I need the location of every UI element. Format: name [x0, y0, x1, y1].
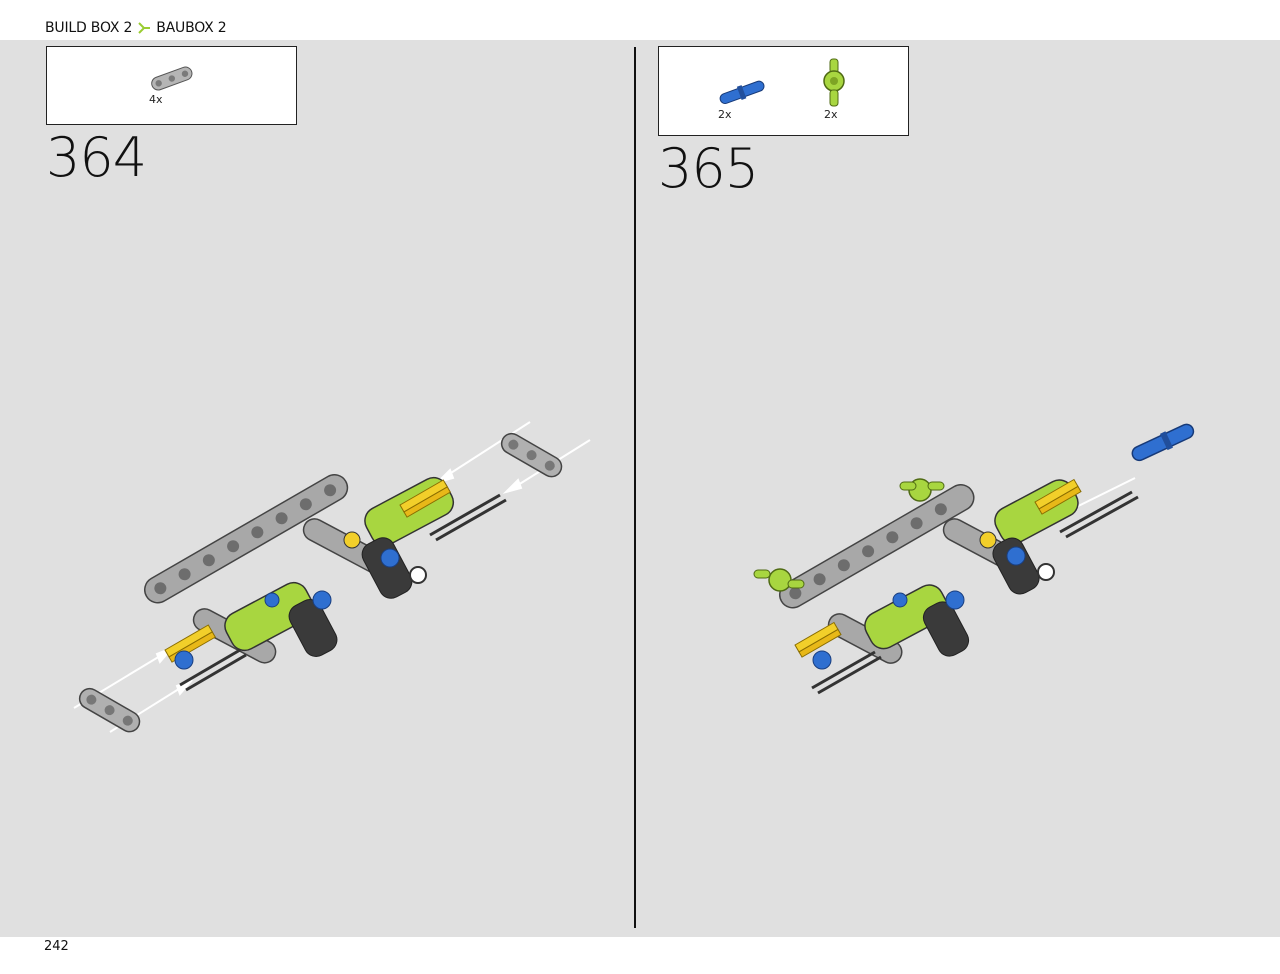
page-number: 242 — [44, 939, 69, 954]
step-divider — [634, 47, 636, 928]
page-footer — [0, 937, 1280, 974]
parts-callout-step-364: 4x — [46, 46, 297, 125]
breadcrumb-baubox: BAUBOX 2 — [156, 20, 227, 36]
part-count: 4x — [149, 93, 163, 106]
chevron-right-icon — [138, 22, 151, 34]
blue-pin-icon — [719, 80, 765, 104]
step-number-364: 364 — [46, 126, 147, 189]
page-header: BUILD BOX 2 BAUBOX 2 — [0, 0, 1280, 40]
step-364-assembly-illustration — [73, 421, 591, 733]
breadcrumb: BUILD BOX 2 BAUBOX 2 — [45, 20, 227, 36]
part-count: 2x — [718, 108, 732, 121]
step-365-assembly-illustration — [753, 423, 1195, 695]
breadcrumb-build-box: BUILD BOX 2 — [45, 20, 133, 36]
lime-connector-icon — [823, 58, 845, 107]
step-number-365: 365 — [658, 137, 759, 200]
parts-callout-step-365: 2x 2x — [658, 46, 909, 136]
part-count: 2x — [824, 108, 838, 121]
gray-beam-icon — [151, 66, 193, 91]
